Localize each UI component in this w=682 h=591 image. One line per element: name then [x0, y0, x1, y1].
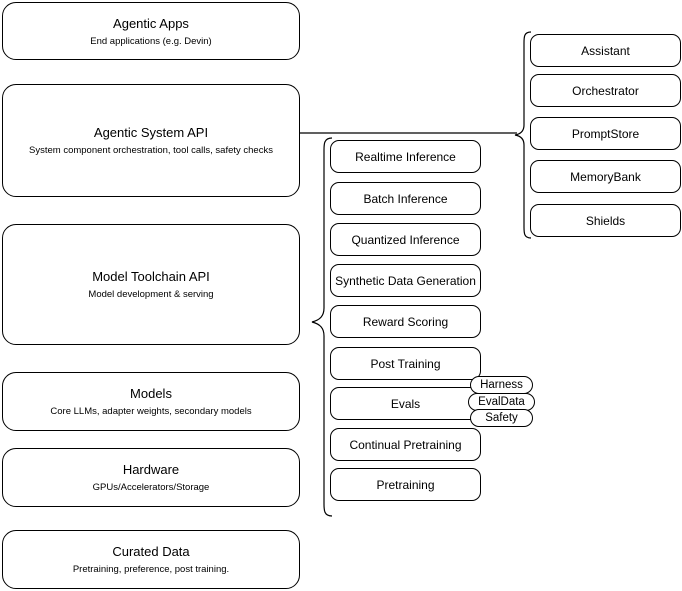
capability-label: Reward Scoring — [362, 314, 449, 329]
layer-curated-data[interactable]: Curated Data Pretraining, preference, po… — [2, 530, 300, 589]
capability-post-training[interactable]: Post Training — [330, 347, 481, 380]
layer-subtitle: Core LLMs, adapter weights, secondary mo… — [50, 406, 252, 417]
capability-quantized-inference[interactable]: Quantized Inference — [330, 223, 481, 256]
component-label: Shields — [585, 213, 626, 228]
component-promptstore[interactable]: PromptStore — [530, 117, 681, 150]
layer-title: Models — [130, 386, 172, 401]
component-label: PromptStore — [571, 126, 640, 141]
component-label: MemoryBank — [570, 169, 641, 184]
capability-synthetic-data-generation[interactable]: Synthetic Data Generation — [330, 264, 481, 297]
capability-realtime-inference[interactable]: Realtime Inference — [330, 140, 481, 173]
capability-reward-scoring[interactable]: Reward Scoring — [330, 305, 481, 338]
eval-tag-harness[interactable]: Harness — [470, 376, 533, 394]
capability-continual-pretraining[interactable]: Continual Pretraining — [330, 428, 481, 461]
capability-label: Post Training — [370, 356, 441, 371]
component-orchestrator[interactable]: Orchestrator — [530, 74, 681, 107]
capability-evals[interactable]: Evals — [330, 387, 481, 420]
eval-tag-safety[interactable]: Safety — [470, 409, 533, 427]
component-shields[interactable]: Shields — [530, 204, 681, 237]
layer-subtitle: Model development & serving — [88, 289, 214, 300]
layer-title: Model Toolchain API — [92, 269, 210, 284]
layer-hardware[interactable]: Hardware GPUs/Accelerators/Storage — [2, 448, 300, 507]
capability-label: Realtime Inference — [355, 149, 456, 164]
layer-title: Agentic System API — [93, 125, 209, 140]
capability-label: Batch Inference — [363, 191, 448, 206]
eval-tag-label: EvalData — [478, 396, 525, 408]
layer-title: Curated Data — [112, 544, 190, 559]
capability-label: Continual Pretraining — [349, 437, 462, 452]
component-label: Orchestrator — [572, 83, 639, 98]
layer-subtitle: End applications (e.g. Devin) — [90, 35, 212, 47]
component-memorybank[interactable]: MemoryBank — [530, 160, 681, 193]
layer-subtitle: GPUs/Accelerators/Storage — [92, 482, 210, 493]
eval-tag-label: Safety — [485, 412, 518, 424]
layer-model-toolchain-api[interactable]: Model Toolchain API Model development & … — [2, 224, 300, 345]
layer-subtitle: System component orchestration, tool cal… — [29, 145, 273, 156]
layer-subtitle: Pretraining, preference, post training. — [72, 564, 230, 575]
capability-label: Evals — [390, 396, 421, 411]
layer-models[interactable]: Models Core LLMs, adapter weights, secon… — [2, 372, 300, 431]
eval-tag-label: Harness — [480, 379, 523, 391]
layer-agentic-apps[interactable]: Agentic Apps End applications (e.g. Devi… — [2, 2, 300, 60]
capability-label: Pretraining — [376, 477, 435, 492]
component-assistant[interactable]: Assistant — [530, 34, 681, 67]
capability-label: Quantized Inference — [351, 232, 460, 247]
capability-label: Synthetic Data Generation — [335, 273, 476, 288]
layer-title: Hardware — [122, 462, 180, 477]
layer-agentic-system-api[interactable]: Agentic System API System component orch… — [2, 84, 300, 197]
capability-batch-inference[interactable]: Batch Inference — [330, 182, 481, 215]
component-label: Assistant — [581, 43, 630, 58]
capability-pretraining[interactable]: Pretraining — [330, 468, 481, 501]
layer-title: Agentic Apps — [113, 15, 189, 31]
